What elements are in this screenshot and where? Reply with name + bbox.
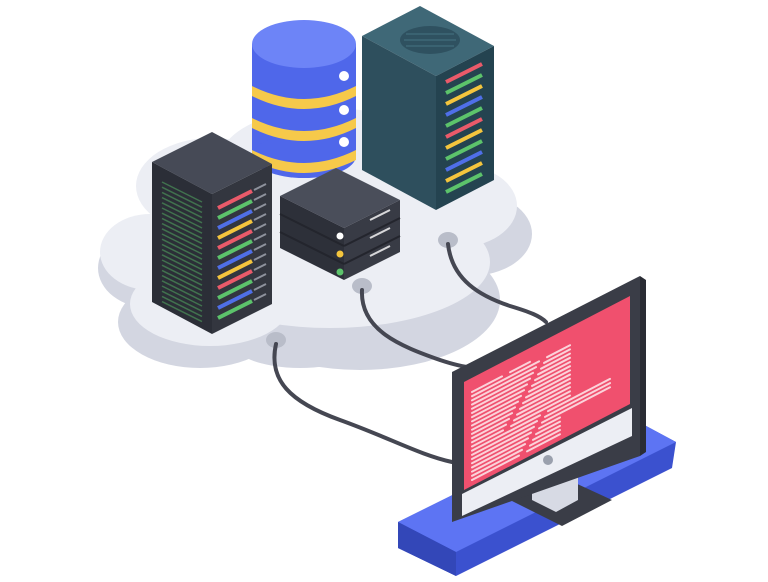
cable-port (266, 232, 458, 348)
monitor-icon (452, 276, 646, 526)
database-icon (252, 20, 356, 178)
network-switch-icon (279, 168, 401, 280)
server-rack-icon-left (152, 132, 272, 334)
server-rack-icon-teal (362, 6, 494, 210)
